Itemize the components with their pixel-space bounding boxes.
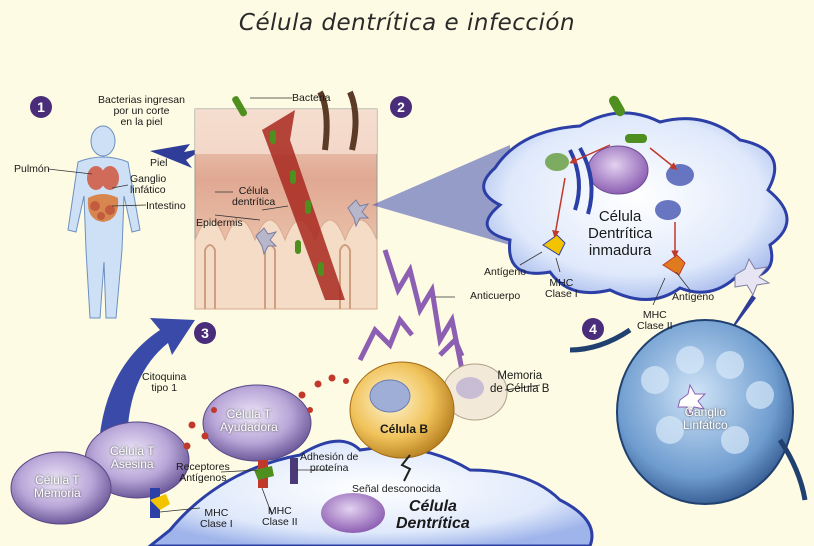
antibody-chain (357, 249, 465, 371)
human-body-illustration (47, 125, 205, 319)
label-piel: Piel (150, 157, 168, 169)
label-epidermis: Epidermis (196, 217, 243, 229)
label-mhc-clase-ii-bottom: MHC Clase II (262, 505, 298, 528)
label-pulmon: Pulmón (14, 163, 50, 175)
label-celula-t-asesina: Célula T Asesina (110, 444, 155, 471)
label-celula-dentritica-inmadura: Célula Dentrítica inmadura (588, 208, 653, 259)
zoom-funnel (372, 145, 510, 245)
memory-t-cell (10, 451, 112, 525)
step-badge-3: 3 (194, 322, 216, 344)
label-adhesion-proteina: Adhesión de proteína (300, 451, 359, 474)
label-mhc-clase-ii-top: MHC Clase II (637, 309, 673, 332)
label-senal-desconocida: Señal desconocida (352, 483, 441, 495)
step-badge-4: 4 (582, 318, 604, 340)
step-badge-1: 1 (30, 96, 52, 118)
immature-dendritic-cell (482, 95, 789, 301)
leader-lines (159, 97, 691, 516)
label-anticuerpo: Anticuerpo (470, 290, 521, 302)
b-cell (349, 361, 455, 459)
label-citoquina: Citoquina tipo 1 (142, 371, 187, 394)
mature-dendritic-cell-icon (734, 257, 771, 297)
label-celula-t-ayudadora: Célula T Ayudadora (220, 407, 278, 434)
receptor-connectors (150, 458, 298, 518)
page-title: Célula dentrítica e infección (238, 10, 576, 36)
label-celula-dentritica-bottom: Célula Dentrítica (396, 498, 470, 532)
label-bacteria: Bacteria (292, 92, 331, 104)
cytokine-dots (183, 374, 349, 450)
label-celula-b: Célula B (380, 422, 429, 436)
label-mhc-clase-i-top: MHC Clase I (545, 277, 578, 300)
label-celula-dentritica-piel: Célula dentrítica (232, 185, 276, 208)
label-intestino: Intestino (146, 200, 186, 212)
label-receptores-antigenos: Receptores Antígenos (176, 461, 230, 484)
skin-section-illustration (194, 90, 378, 310)
label-bacterias-ingresan: Bacterias ingresan por un corte en la pi… (98, 94, 185, 128)
lymph-node-illustration (569, 319, 808, 505)
step-badge-2: 2 (390, 96, 412, 118)
label-mhc-clase-i-bottom: MHC Clase I (200, 507, 233, 530)
label-celula-t-memoria: Célula T Memoria (34, 473, 81, 500)
label-memoria-celula-b: Memoria de Célula B (490, 370, 550, 395)
label-antigeno-left: Antígeno (484, 266, 527, 278)
label-antigeno-right: Antígeno (672, 291, 715, 303)
dendritic-nucleus (321, 493, 385, 533)
label-ganglio-linfatico-grande: Ganglio Linfático (683, 405, 728, 432)
label-ganglio-linfatico: Ganglio linfático (130, 173, 167, 196)
helper-t-cell (202, 384, 312, 462)
